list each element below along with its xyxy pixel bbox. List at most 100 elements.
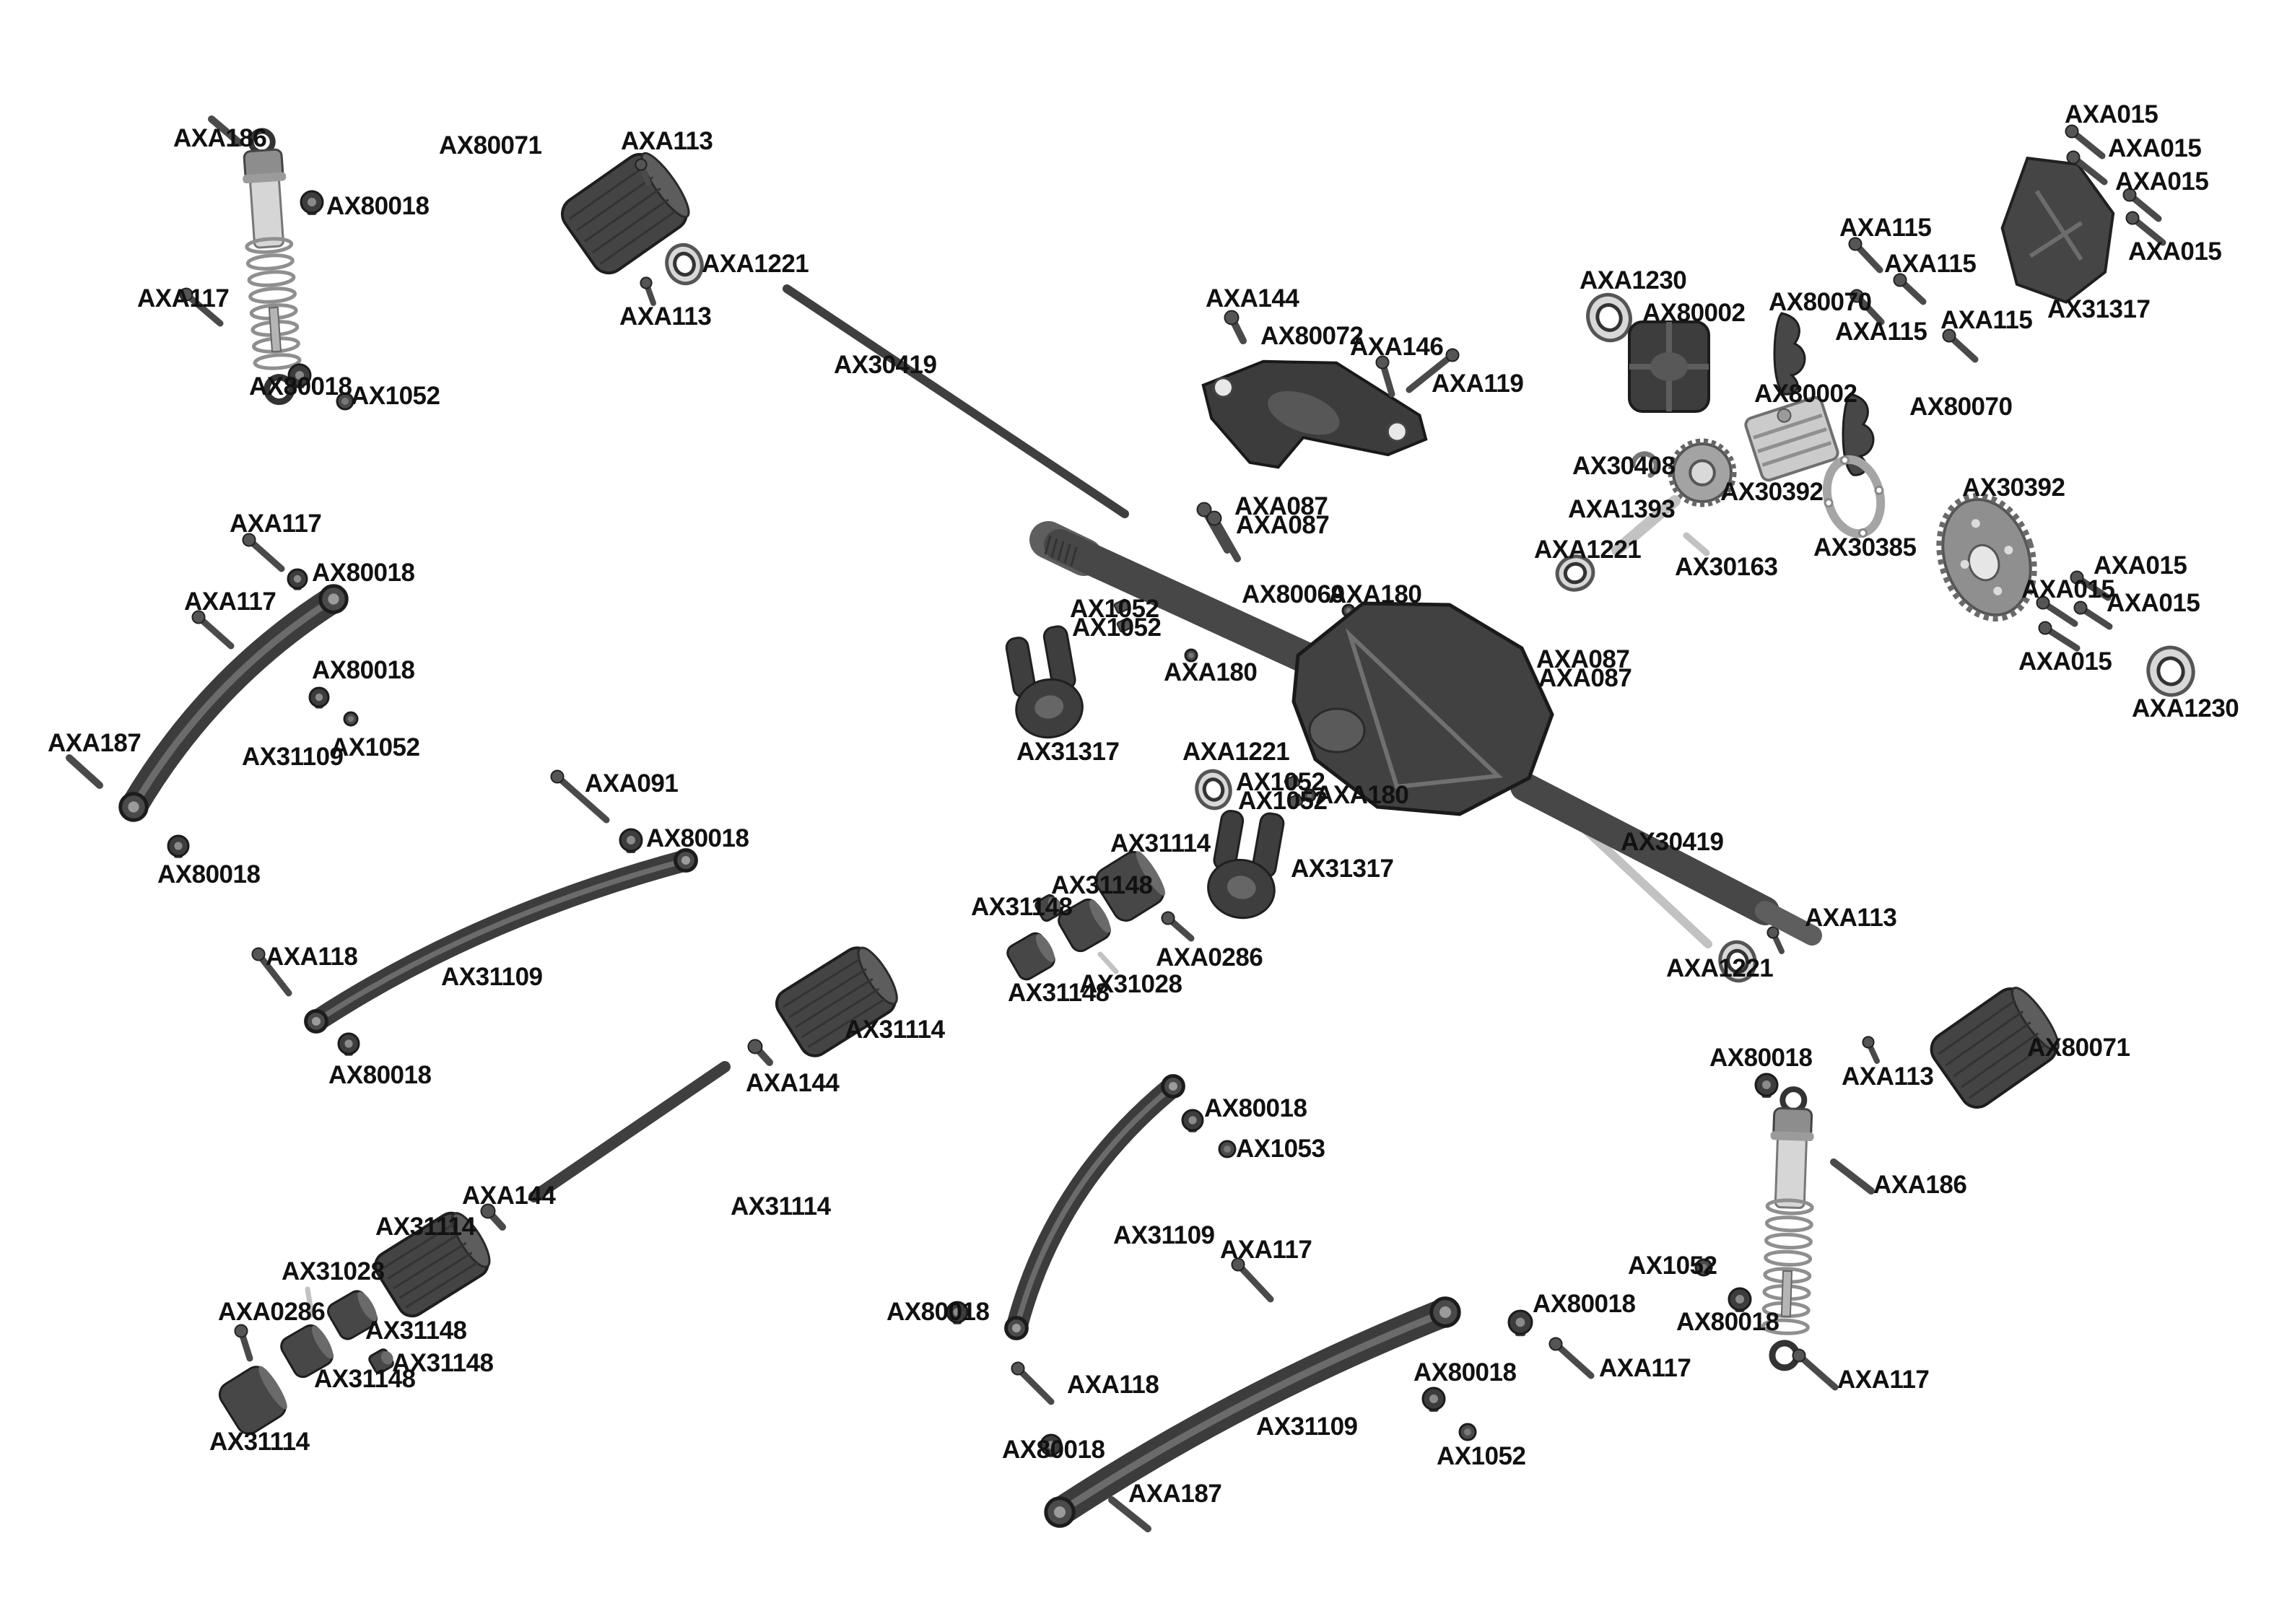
screw-axa015 <box>2038 621 2081 652</box>
screw-axa118 <box>251 947 292 997</box>
part-label-axa0286: AXA0286 <box>1156 943 1263 972</box>
part-label-axa087: AXA087 <box>1236 511 1330 539</box>
part-label-axa115: AXA115 <box>1839 214 1932 242</box>
part-label-ax80071: AX80071 <box>2027 1034 2130 1062</box>
part-label-ax31148: AX31148 <box>1051 871 1153 899</box>
driveshaft-tube-ax31114 <box>775 946 898 1057</box>
gasket-ax30385 <box>1822 455 1886 538</box>
part-label-axa1221: AXA1221 <box>1534 536 1642 564</box>
splined-shaft-ax31114 <box>528 1061 731 1202</box>
nut-ax1053 <box>1218 1140 1237 1158</box>
screw-axa117 <box>191 610 235 650</box>
screw-axa144 <box>480 1203 506 1231</box>
part-label-axa015: AXA015 <box>2108 134 2202 162</box>
part-label-axa015: AXA015 <box>2065 100 2158 128</box>
screw-axa113 <box>635 158 651 186</box>
part-label-ax31109: AX31109 <box>1256 1413 1358 1441</box>
nut-axa180 <box>1302 788 1317 803</box>
screw-axa146 <box>1375 355 1395 398</box>
part-label-axa117: AXA117 <box>1837 1366 1930 1394</box>
part-label-axa117: AXA117 <box>1599 1354 1691 1382</box>
part-label-ax1052: AX1052 <box>1070 595 1159 623</box>
screw-axa117 <box>179 287 224 327</box>
screw-axa015 <box>2125 211 2166 246</box>
part-label-ax31114: AX31114 <box>845 1016 945 1044</box>
part-label-axa115: AXA115 <box>1940 306 2033 334</box>
part-label-ax1052: AX1052 <box>1238 787 1328 815</box>
part-label-ax1052: AX1052 <box>331 733 420 761</box>
hinge-pin-axa186 <box>1830 1158 1875 1195</box>
part-label-ax30392: AX30392 <box>1962 473 2065 502</box>
part-label-axa180: AXA180 <box>1328 580 1422 608</box>
coupler-ax31148 <box>1006 932 1055 981</box>
part-label-axa187: AXA187 <box>1128 1480 1222 1508</box>
part-label-ax80018: AX80018 <box>326 192 430 220</box>
part-label-axa186: AXA186 <box>173 124 267 152</box>
coupler-ax31148 <box>1058 898 1111 953</box>
screw-axa144 <box>1224 310 1247 344</box>
part-label-ax30385: AX30385 <box>1813 533 1917 562</box>
part-label-ax80018: AX80018 <box>157 860 261 889</box>
part-label-ax80018: AX80018 <box>1002 1436 1105 1464</box>
screw-axa119 <box>1406 348 1460 393</box>
bearing-axa1230 <box>2146 645 2195 697</box>
pin-axa187 <box>66 754 103 789</box>
part-label-ax30419: AX30419 <box>834 351 937 379</box>
nut-axa180 <box>1184 648 1198 663</box>
part-label-axa146: AXA146 <box>1350 333 1444 361</box>
rod-end-ax80018 <box>1181 1109 1204 1132</box>
part-label-axa1221: AXA1221 <box>1182 738 1290 766</box>
screw-axa117 <box>1231 1257 1274 1303</box>
rod-end-ax80018 <box>308 686 330 709</box>
screw-axa015 <box>2122 188 2162 222</box>
part-label-axa117: AXA117 <box>137 284 230 313</box>
c-clip-ax30408 <box>1630 451 1659 479</box>
part-label-ax80018: AX80018 <box>312 559 415 587</box>
part-label-ax80018: AX80018 <box>1676 1308 1779 1336</box>
part-label-axa144: AXA144 <box>1206 284 1299 313</box>
set-screw-ax1052 <box>1286 793 1304 809</box>
driveshaft-tube-ax31114 <box>374 1211 491 1318</box>
rod-end-ax80018 <box>946 1301 969 1324</box>
bushing-ax31148 <box>368 1348 394 1374</box>
screw-axa113 <box>1862 1036 1880 1064</box>
part-label-ax31148: AX31148 <box>392 1349 494 1377</box>
part-label-axa118: AXA118 <box>266 943 358 971</box>
screw-axa015 <box>2065 124 2106 160</box>
suspension-link-ax31109 <box>1004 1074 1185 1340</box>
bearing-axa1221 <box>1555 554 1595 592</box>
part-label-axa113: AXA113 <box>1842 1062 1934 1091</box>
part-label-ax31028: AX31028 <box>282 1257 385 1285</box>
part-label-axa1393: AXA1393 <box>1568 495 1676 523</box>
part-label-ax80002: AX80002 <box>1642 299 1746 327</box>
part-label-ax80070: AX80070 <box>1769 288 1872 316</box>
part-label-axa015: AXA015 <box>2115 167 2209 196</box>
part-label-axa180: AXA180 <box>1164 658 1258 686</box>
part-label-ax31114: AX31114 <box>209 1428 310 1456</box>
suspension-link-ax31109 <box>1044 1296 1461 1528</box>
part-label-axa015: AXA015 <box>2018 647 2112 676</box>
rod-end-ax80018 <box>287 568 308 590</box>
set-screw-ax1052 <box>1284 774 1301 790</box>
part-label-ax80071: AX80071 <box>439 131 542 160</box>
rod-end-ax80018 <box>1754 1073 1779 1098</box>
part-label-ax1052: AX1052 <box>1072 614 1162 642</box>
part-label-axa015: AXA015 <box>2094 551 2187 580</box>
part-label-ax80018: AX80018 <box>1533 1290 1636 1318</box>
part-label-ax80018: AX80018 <box>1204 1094 1307 1122</box>
part-label-ax31148: AX31148 <box>971 893 1073 921</box>
set-screw-ax1052 <box>1116 617 1133 633</box>
bearing-axa1221 <box>1195 769 1232 811</box>
bushing-ax31148 <box>1034 894 1062 922</box>
part-label-ax1052: AX1052 <box>351 382 440 410</box>
part-label-ax80018: AX80018 <box>1413 1358 1517 1387</box>
part-label-ax31317: AX31317 <box>1016 738 1120 766</box>
part-label-ax31148: AX31148 <box>1008 979 1110 1007</box>
screw-axa117 <box>242 533 285 572</box>
rod-end-ax80018 <box>1040 1433 1063 1457</box>
part-label-ax31317: AX31317 <box>1291 855 1394 883</box>
screw-axa115 <box>1942 328 1979 363</box>
rod-end-ax80018 <box>287 363 312 388</box>
